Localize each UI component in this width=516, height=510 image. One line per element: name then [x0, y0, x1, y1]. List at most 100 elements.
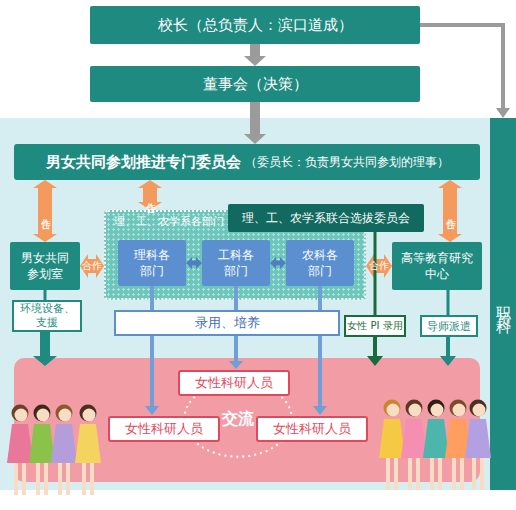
legs — [430, 458, 442, 490]
edge-label: 合作 — [369, 261, 389, 271]
researcher-box: 女性科研人员 — [256, 416, 368, 442]
woman-figure — [51, 405, 77, 496]
mentor-box: 导师派遣 — [420, 315, 478, 337]
connector-arrow — [80, 254, 104, 278]
connector — [447, 290, 450, 315]
node-text: 女性科研人员 — [273, 420, 351, 438]
legs — [58, 463, 70, 495]
face — [15, 409, 28, 422]
node-text: 校长（总负责人：滨口道成） — [158, 16, 353, 35]
connector-arrow — [270, 257, 286, 269]
connector — [270, 257, 286, 269]
node-text: 导师派遣 — [427, 319, 471, 334]
hiring-box: 录用、培养 — [114, 310, 340, 336]
woman-figure — [401, 400, 427, 491]
department-box: 工科各部门 — [202, 240, 270, 286]
connector — [420, 25, 510, 118]
dress — [29, 424, 55, 463]
legs — [408, 458, 420, 490]
connector-arrow — [44, 290, 47, 300]
department-box: 理科各部门 — [118, 240, 186, 286]
arrow-head — [496, 108, 510, 118]
face — [387, 404, 400, 417]
hiring-arrow — [229, 336, 243, 369]
node-text: 工科各部门 — [215, 247, 257, 279]
hiring-arrow — [145, 336, 159, 415]
office-box: 男女共同参划室 — [10, 242, 80, 290]
exchange-ring-outline — [184, 381, 292, 456]
hair — [80, 405, 97, 422]
connector — [244, 44, 266, 66]
node-text: 男女共同参划室 — [18, 250, 72, 282]
face — [83, 409, 96, 422]
researcher-area — [14, 358, 480, 482]
woman-figure — [7, 405, 33, 496]
legs — [386, 458, 398, 490]
woman-figure — [423, 400, 449, 491]
face — [59, 409, 72, 422]
hair — [12, 405, 29, 422]
connector — [374, 232, 377, 315]
connector-arrow — [447, 290, 450, 315]
department-box: 农科各部门 — [286, 240, 354, 286]
node-text: 理科各部门 — [131, 247, 173, 279]
connector-arrow — [318, 286, 322, 310]
hair — [450, 400, 467, 417]
node-text: （委员长：负责男女共同参划的理事） — [245, 154, 449, 171]
woman-figure — [29, 405, 55, 496]
connector-arrow — [244, 44, 266, 66]
researcher-box: 女性科研人员 — [178, 370, 290, 396]
selection-committee-box: 理、工、农学系联合选拔委员会 — [228, 204, 424, 232]
node-text: 理、工、农学系联合选拔委员会 — [242, 210, 410, 227]
hair — [406, 400, 423, 417]
board-box: 董事会（决策） — [90, 66, 420, 102]
committee-box: 男女共同参划推进专门委员会（委员长：负责男女共同参划的理事） — [14, 144, 480, 180]
support-arrow — [33, 332, 57, 366]
connector-line — [420, 25, 503, 108]
dress — [75, 424, 101, 463]
dress — [445, 419, 471, 458]
node-text: 录用、培养 — [195, 314, 260, 332]
face — [37, 409, 50, 422]
pi-hiring-box: 女性 PI 录用 — [344, 315, 406, 337]
connector — [138, 180, 162, 210]
hair — [384, 400, 401, 417]
legs — [452, 458, 464, 490]
face — [453, 404, 466, 417]
node-text: 交流 — [222, 409, 254, 430]
connector — [366, 254, 392, 278]
edge-label: 合作 — [82, 261, 102, 271]
connector-arrow — [438, 180, 462, 242]
connector — [244, 102, 266, 144]
pi-hiring-arrow — [367, 337, 383, 366]
hair — [56, 405, 73, 422]
hair — [470, 400, 487, 417]
research-center-box: 高等教育研究中心 — [392, 242, 482, 290]
connector — [438, 180, 462, 242]
face — [409, 404, 422, 417]
node-text: 农科各部门 — [299, 247, 341, 279]
woman-figure — [445, 400, 471, 491]
woman-figure — [379, 400, 405, 491]
node-text: 理、工、农学系各部门 — [114, 215, 224, 229]
principal-box: 校长（总负责人：滨口道成） — [90, 6, 420, 44]
organization-area — [0, 118, 490, 490]
dress — [401, 419, 427, 458]
node-text: 环境设备、支援 — [17, 302, 77, 331]
node-text: 女性 PI 录用 — [347, 319, 402, 333]
face — [473, 404, 486, 417]
legs — [472, 458, 484, 490]
dress — [51, 424, 77, 463]
node-text: 女性科研人员 — [125, 420, 203, 438]
dress — [7, 424, 33, 463]
connector-arrow — [150, 286, 154, 310]
connector-arrow — [374, 232, 377, 315]
hair — [34, 405, 51, 422]
node-text: 男女共同参划推进专门委员会 — [46, 153, 241, 172]
dress — [423, 419, 449, 458]
connector — [234, 286, 238, 310]
connector-arrow — [138, 180, 162, 210]
legs — [14, 463, 26, 495]
dress — [465, 419, 491, 458]
connector — [318, 286, 322, 310]
